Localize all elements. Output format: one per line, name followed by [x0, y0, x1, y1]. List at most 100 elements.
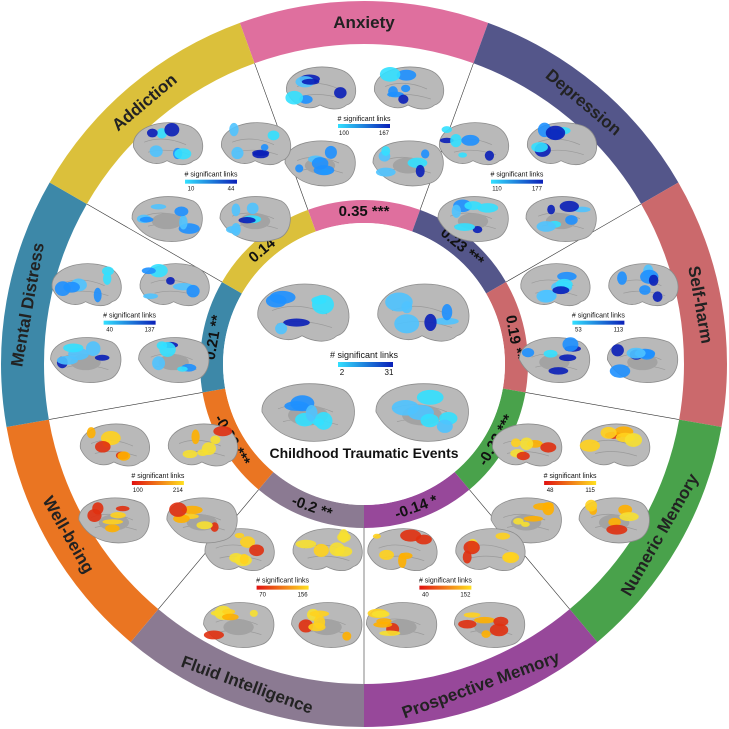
brain-medial-right: [291, 602, 363, 648]
panel-legend-max: 44: [228, 187, 235, 193]
center-colorbar: [338, 362, 393, 367]
brain-medial-right: [219, 196, 291, 242]
center-legend-title: # significant links: [330, 350, 399, 360]
panel-prospective-memory: # significant links 40 152: [366, 528, 526, 648]
panel-legend-min: 53: [575, 328, 582, 334]
brain-medial-right: [166, 497, 238, 544]
panel-colorbar: [103, 320, 156, 325]
brain-medial-left: [203, 602, 275, 648]
panel-legend-max: 152: [460, 593, 471, 599]
brain-lateral-right: [455, 528, 526, 571]
brain-lateral-right: [221, 122, 292, 166]
inner-label-anxiety: 0.35 ***: [339, 203, 390, 220]
panel-legend-min: 48: [547, 488, 554, 494]
brain-medial-right: [578, 497, 650, 544]
brain-lateral-right: [374, 66, 445, 110]
panel-legend-max: 177: [532, 187, 543, 193]
outer-segment-fluid-intelligence: [130, 609, 364, 727]
panel-legend-title: # significant links: [419, 578, 472, 585]
brain-lateral-left: [51, 263, 122, 307]
center-brain-medial-left: [261, 383, 355, 442]
panel-legend-title: # significant links: [103, 313, 156, 320]
inner-segment-depression: [412, 209, 507, 294]
panel-legend-min: 10: [188, 187, 195, 193]
panel-legend-title: # significant links: [572, 313, 625, 320]
brain-medial-right: [525, 196, 597, 242]
center-brain-lateral-right: [377, 283, 470, 342]
panel-legend-max: 214: [173, 488, 184, 494]
inner-segment-addiction: [221, 209, 316, 294]
brain-medial-left: [437, 196, 509, 242]
panel-legend-title: # significant links: [131, 473, 184, 480]
inner-segment-fluid-intelligence: [258, 472, 364, 528]
panel-legend-min: 70: [259, 593, 266, 599]
panel-addiction: # significant links 10 44: [131, 122, 292, 242]
panel-legend-max: 137: [145, 328, 156, 334]
brain-lateral-left: [133, 122, 204, 166]
panel-legend-max: 115: [585, 488, 595, 494]
panel-colorbar: [256, 585, 309, 590]
panel-well-being: # significant links 100 214: [78, 423, 238, 544]
panel-fluid-intelligence: # significant links 70 156: [203, 528, 363, 648]
panel-depression: # significant links 110 177: [437, 122, 598, 242]
panel-legend-title: # significant links: [491, 172, 544, 179]
brain-medial-left: [284, 140, 356, 187]
outer-label-anxiety: Anxiety: [333, 13, 395, 32]
brain-lateral-right: [527, 122, 598, 166]
brain-medial-left: [78, 497, 150, 544]
outer-segment-anxiety: [239, 0, 489, 64]
center-brain-lateral-left: [257, 283, 350, 342]
panel-legend-min: 100: [133, 488, 144, 494]
divider-line: [525, 392, 680, 420]
outer-segment-well-being: [6, 419, 159, 643]
brain-medial-left: [519, 337, 591, 383]
outer-segment-self-harm: [641, 182, 728, 428]
inner-segment-self-harm: [486, 282, 529, 393]
outer-segment-prospective-memory: [364, 609, 598, 727]
brain-medial-right: [138, 337, 210, 383]
panel-colorbar: [490, 179, 543, 184]
panel-legend-title: # significant links: [256, 578, 309, 585]
inner-segment-well-being: [202, 388, 274, 490]
panel-colorbar: [572, 320, 625, 325]
brain-lateral-right: [579, 423, 651, 467]
panel-legend-min: 40: [106, 328, 113, 334]
inner-segment-prospective-memory: [364, 472, 470, 528]
brain-medial-right: [454, 602, 526, 648]
inner-segment-numeric-memory: [454, 388, 526, 490]
divider-line: [505, 203, 642, 283]
brain-medial-right: [372, 140, 444, 187]
outer-segment-addiction: [49, 22, 255, 205]
brain-lateral-right: [608, 263, 679, 307]
brain-medial-left: [366, 602, 438, 648]
center-legend-max: 31: [385, 368, 394, 377]
center-panel: # significant links 2 31 Childhood Traum…: [257, 283, 470, 461]
outer-segment-depression: [473, 22, 679, 205]
panel-anxiety: # significant links 100 167: [284, 66, 445, 187]
panel-colorbar: [185, 179, 238, 184]
center-title: Childhood Traumatic Events: [269, 445, 458, 461]
brain-lateral-left: [80, 423, 150, 467]
panel-legend-min: 100: [339, 131, 350, 137]
panel-colorbar: [544, 481, 597, 485]
outer-segment-mental-distress: [0, 182, 87, 428]
panel-legend-max: 156: [298, 593, 309, 599]
panel-legend-min: 40: [422, 593, 429, 599]
center-brain-medial-right: [375, 383, 469, 442]
brain-medial-left: [50, 337, 122, 383]
brain-medial-right: [607, 337, 679, 383]
center-brain-views: [257, 283, 470, 442]
brain-lateral-left: [367, 528, 438, 571]
panel-legend-min: 110: [492, 187, 502, 193]
panel-legend-title: # significant links: [338, 116, 391, 123]
brain-lateral-left: [492, 423, 563, 467]
panel-legend-max: 167: [379, 131, 390, 137]
inner-segment-anxiety: [307, 199, 421, 232]
brain-lateral-left: [520, 263, 591, 307]
panel-legend-title: # significant links: [185, 172, 238, 179]
brain-lateral-left: [439, 122, 510, 166]
